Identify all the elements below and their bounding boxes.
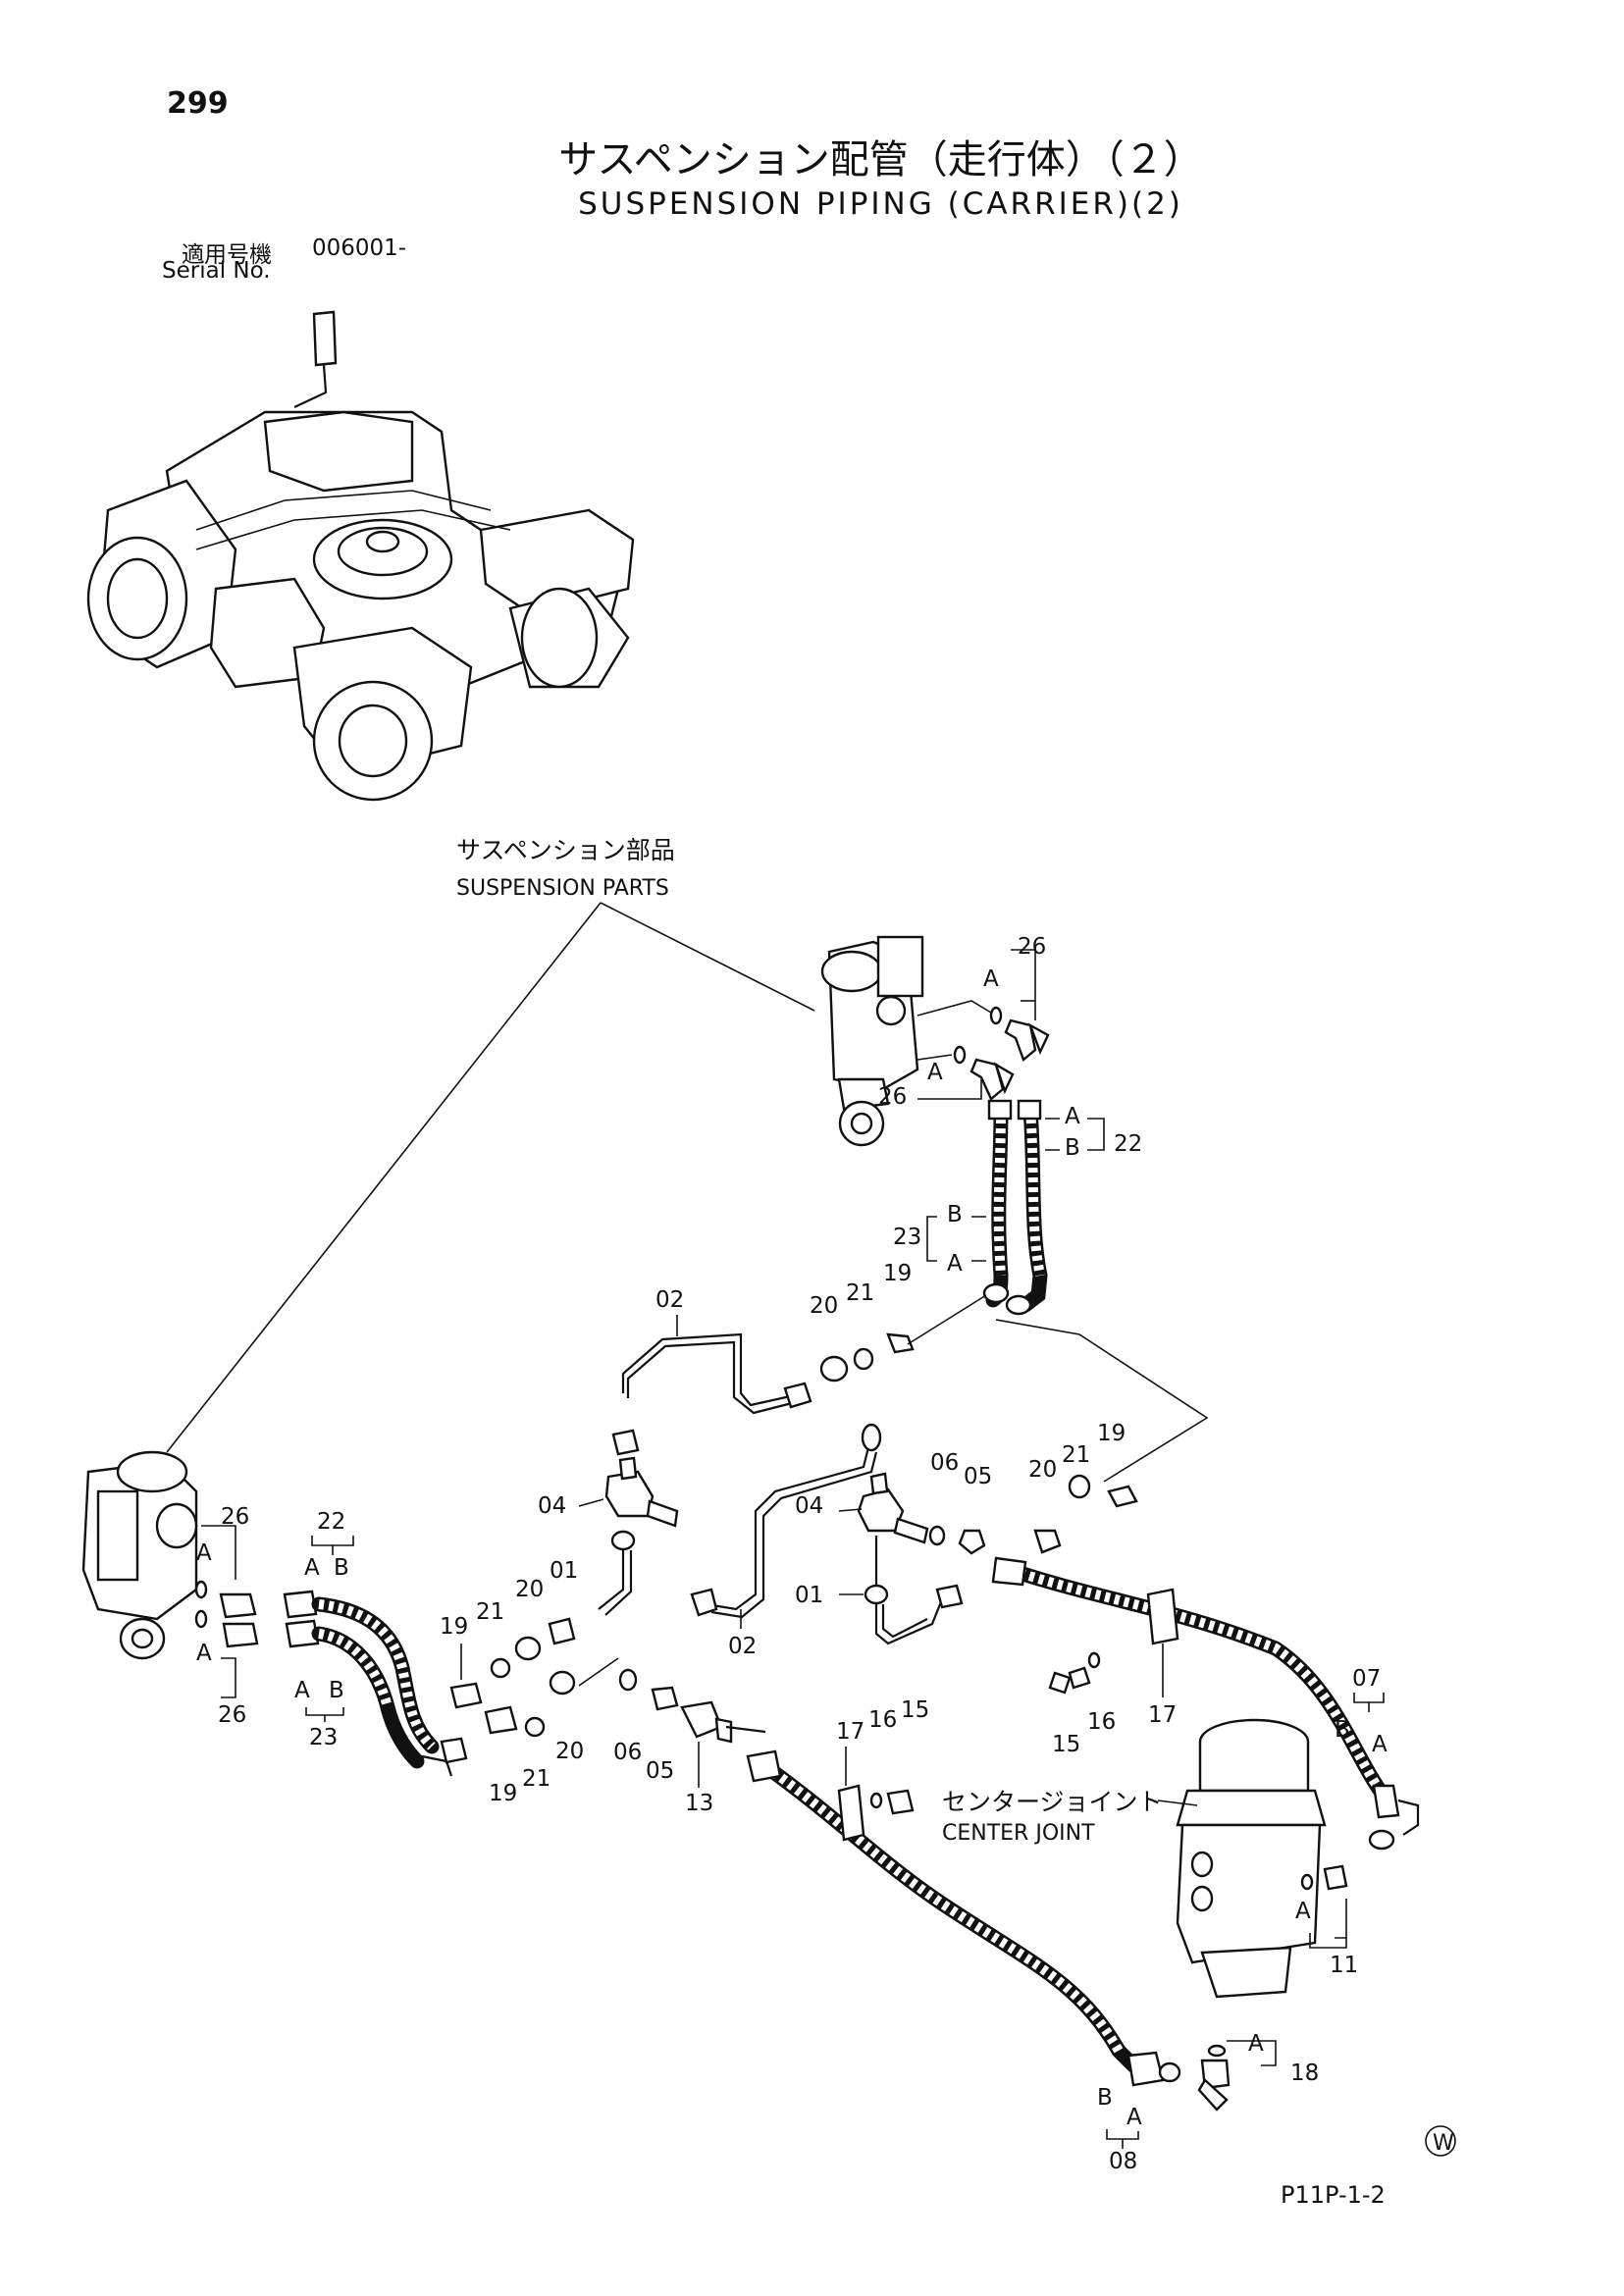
page-title-japanese: サスペンション配管（走行体）（２）: [558, 137, 1203, 183]
part-label-18: 18: [1290, 2061, 1319, 2086]
part-label-15: 15: [1052, 1732, 1080, 1757]
center-joint-label-jp: センタージョイント: [942, 1788, 1163, 1816]
upper-suspension-cylinder: [820, 935, 924, 1147]
part-label-22: 22: [1114, 1131, 1142, 1157]
part-label-06: 06: [613, 1740, 642, 1765]
part-label-26: 26: [878, 1084, 907, 1110]
port-label-a: A: [983, 966, 999, 992]
page-title-english: SUSPENSION PIPING (CARRIER)(2): [578, 186, 1183, 222]
part-label-26: 26: [221, 1504, 249, 1530]
port-label-b: B: [329, 1678, 344, 1703]
part-label-19: 19: [489, 1781, 517, 1806]
part-label-19: 19: [883, 1261, 912, 1286]
part-label-16: 16: [1087, 1709, 1116, 1735]
washers-05-06-right: [928, 1474, 1138, 1555]
part-label-02: 02: [655, 1287, 684, 1313]
port-label-a: A: [1248, 2031, 1264, 2057]
clamp-17-upper: [1048, 1588, 1179, 1695]
port-label-a: A: [196, 1641, 212, 1666]
part-label-21: 21: [476, 1599, 504, 1625]
steel-pipe-02: [611, 1332, 882, 1619]
drawing-code: P11P-1-2: [1281, 2181, 1386, 2209]
tee-fitting-04-right: [838, 1472, 964, 1645]
left-elbows-and-hoses: [194, 1525, 468, 1777]
serial-label-japanese: 適用号機: [182, 242, 272, 268]
upper-elbow-fittings: [917, 949, 1050, 1101]
part-label-16: 16: [868, 1707, 897, 1733]
port-label-a: A: [1065, 1104, 1080, 1129]
part-label-21: 21: [846, 1280, 874, 1306]
hose-assembly-07: [991, 1556, 1420, 1851]
center-joint-fittings: [1197, 1864, 1348, 2112]
center-joint: [1176, 1718, 1327, 1999]
tee-fitting-13: [680, 1700, 766, 1744]
part-label-05: 05: [646, 1758, 674, 1784]
part-label-23: 23: [893, 1225, 921, 1250]
part-label-21: 21: [1062, 1442, 1090, 1468]
port-label-a: A: [1126, 2105, 1142, 2130]
part-label-19: 19: [1097, 1421, 1126, 1446]
part-label-17: 17: [836, 1719, 864, 1745]
lower-left-suspension-cylinder: [81, 1450, 198, 1660]
port-label-b: B: [1097, 2085, 1113, 2111]
part-label-20: 20: [810, 1293, 838, 1319]
page-number: 299: [167, 86, 229, 121]
port-label-a: A: [304, 1555, 320, 1581]
part-label-02: 02: [728, 1634, 757, 1659]
port-label-a: A: [1372, 1732, 1388, 1757]
left-bolt-washers: [449, 1636, 679, 1738]
part-label-01: 01: [795, 1583, 823, 1608]
part-label-22: 22: [317, 1509, 345, 1535]
part-label-20: 20: [1028, 1457, 1057, 1483]
port-label-a: A: [196, 1540, 212, 1566]
part-label-11: 11: [1330, 1953, 1358, 1978]
port-label-b: B: [1065, 1135, 1080, 1161]
part-label-20: 20: [515, 1577, 544, 1602]
part-label-04: 04: [538, 1493, 566, 1519]
port-label-b: B: [1335, 1717, 1350, 1743]
part-label-06: 06: [930, 1450, 959, 1476]
port-label-a: A: [927, 1060, 943, 1085]
registered-mark-circle: [1425, 2125, 1456, 2157]
clamp-17-lower: [837, 1784, 915, 1842]
part-label-13: 13: [685, 1791, 713, 1816]
tee-fitting-04-left: [548, 1456, 679, 1645]
part-label-23: 23: [309, 1725, 338, 1750]
part-label-20: 20: [555, 1739, 584, 1764]
part-label-21: 21: [522, 1766, 550, 1792]
part-label-05: 05: [964, 1464, 992, 1489]
center-joint-label-en: CENTER JOINT: [942, 1821, 1095, 1846]
part-label-26: 26: [218, 1702, 246, 1728]
upper-bolt-washers: [819, 1294, 1209, 1483]
registered-mark-letter: W: [1433, 2131, 1454, 2156]
part-label-17: 17: [1148, 1702, 1177, 1728]
part-label-08: 08: [1109, 2149, 1137, 2174]
suspension-parts-label-en: SUSPENSION PARTS: [456, 876, 669, 901]
port-label-a: A: [1295, 1899, 1311, 1924]
upper-hose-assemblies: [982, 1099, 1048, 1316]
part-label-26: 26: [1018, 934, 1046, 960]
part-label-04: 04: [795, 1493, 823, 1519]
serial-label-english: Serial No.: [162, 258, 271, 284]
part-label-19: 19: [440, 1614, 468, 1640]
part-label-07: 07: [1352, 1666, 1381, 1692]
carrier-overview-illustration: [86, 310, 635, 802]
hose-assembly-08: [746, 1749, 1181, 2087]
port-label-a: A: [294, 1678, 310, 1703]
port-label-b: B: [334, 1555, 349, 1581]
suspension-parts-label-jp: サスペンション部品: [456, 836, 675, 864]
part-label-01: 01: [550, 1558, 578, 1584]
part-label-15: 15: [901, 1697, 929, 1723]
serial-number-value: 006001-: [312, 235, 407, 261]
port-label-b: B: [947, 1202, 963, 1227]
port-label-a: A: [947, 1251, 963, 1277]
